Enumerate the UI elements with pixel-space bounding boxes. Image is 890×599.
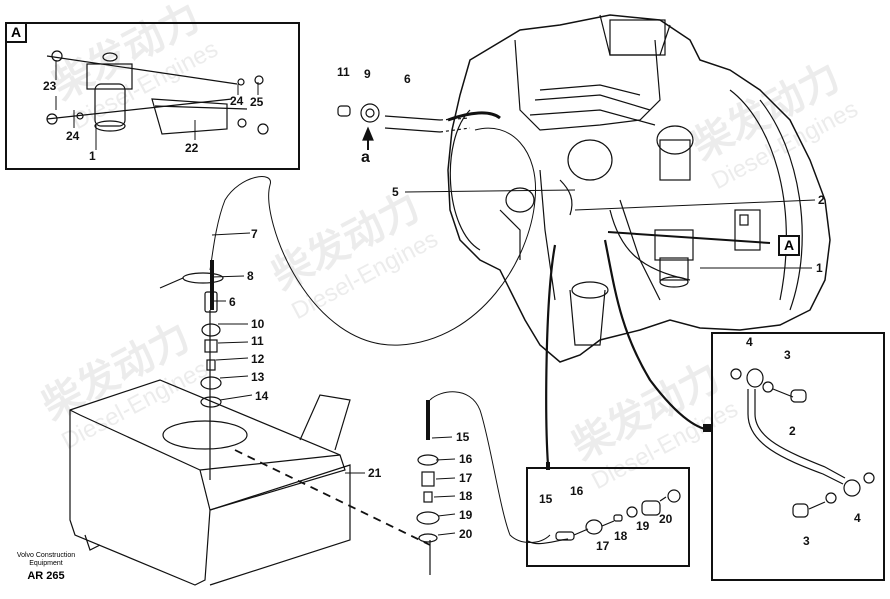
part-label: 18: [614, 529, 628, 543]
diagram-code: AR 265: [27, 570, 65, 582]
fuel-line: [209, 127, 537, 346]
part-label: 11: [251, 334, 264, 348]
fuel-line-heavy: [545, 244, 557, 466]
detail-pipe-panel: [711, 332, 885, 581]
part-label: 20: [659, 512, 673, 526]
detail-a-callout: A: [778, 235, 800, 256]
part-label: 3: [784, 348, 791, 362]
part-label: 15: [539, 492, 553, 506]
part-label: 24: [230, 94, 244, 108]
fuel-tank: [69, 310, 351, 586]
part-label: 6: [404, 72, 411, 86]
part-label: 25: [250, 95, 264, 109]
part-label: 2: [818, 193, 825, 207]
part-label: 5: [392, 185, 399, 199]
part-label: 14: [255, 389, 269, 403]
part-label: 4: [746, 335, 753, 349]
part-label: 18: [459, 489, 473, 503]
part-label: 17: [596, 539, 610, 553]
part-label: 22: [185, 141, 199, 155]
view-arrow-label: a: [361, 149, 370, 166]
part-label: 7: [251, 227, 258, 241]
part-label: 3: [803, 534, 810, 548]
fuel-line: [429, 391, 551, 543]
part-label: 11: [337, 65, 350, 79]
fuel-line-heavy: [603, 239, 713, 432]
part-label: 6: [229, 295, 236, 309]
detail-a-panel: [5, 22, 300, 170]
part-label: 4: [854, 511, 861, 525]
part-label: 17: [459, 471, 473, 485]
publisher-line2: Equipment: [29, 560, 63, 567]
detail-return-drawing: [528, 489, 681, 545]
panel-connector: [546, 462, 550, 470]
part-label: 15: [456, 430, 470, 444]
part-label: 20: [459, 527, 473, 541]
part-label: 16: [570, 484, 584, 498]
part-label: 24: [66, 129, 80, 143]
detail-a-marker: A: [5, 22, 27, 43]
part-label: 19: [636, 519, 650, 533]
part-label: 16: [459, 452, 473, 466]
diagram-footer: Volvo Construction Equipment AR 265: [6, 552, 86, 582]
top-fittings: [337, 103, 501, 133]
part-label: 13: [251, 370, 265, 384]
part-label: 2: [789, 424, 796, 438]
detail-pipe-drawing: [730, 368, 875, 518]
part-label: 23: [43, 79, 57, 93]
part-label: 10: [251, 317, 265, 331]
part-label: 21: [368, 466, 382, 480]
part-label: 9: [364, 67, 371, 81]
detail-return-panel: [526, 467, 690, 567]
part-label: 1: [816, 261, 823, 275]
part-label: 19: [459, 508, 473, 522]
part-label: 8: [247, 269, 254, 283]
panel-connector: [703, 424, 713, 432]
part-label: 1: [89, 149, 96, 163]
part-label: 12: [251, 352, 265, 366]
detail-a-drawing: [46, 50, 269, 135]
publisher-line1: Volvo Construction: [16, 552, 76, 559]
engine-block: [447, 14, 831, 363]
